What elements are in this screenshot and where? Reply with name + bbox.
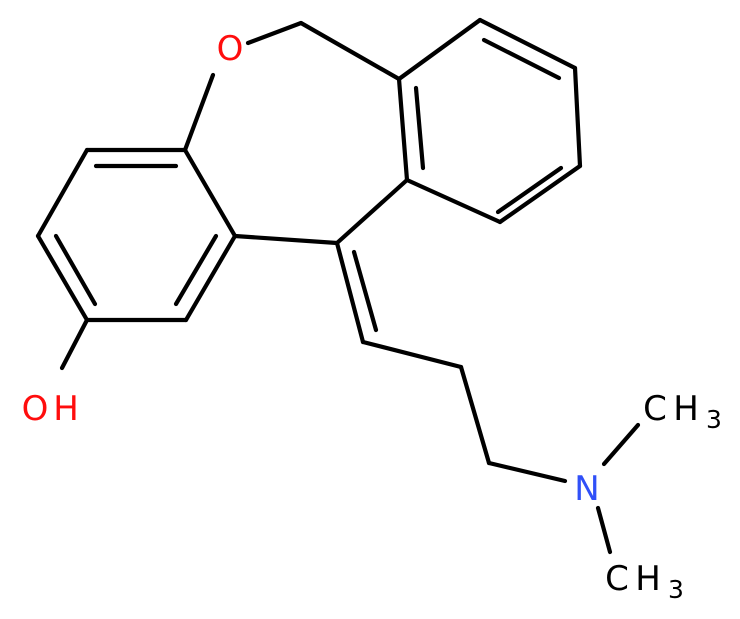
bond-r3-r4 [572,65,583,169]
bond-n-methyl-top [601,422,641,467]
methyl-top-c-label: C [643,389,667,429]
methyl-top-subscript: 3 [706,405,722,434]
bond-chain3-n [486,460,568,484]
bond-r5-r6 [404,177,503,225]
bond-c5-oh [59,317,90,371]
bond-c5-c6-inner [53,233,98,307]
bond-r6-r1-inner [413,85,426,171]
bond-r1-r2 [396,17,483,82]
nitrogen-label: N [574,469,599,509]
bond-c3-c4-inner [173,233,219,307]
bond-c3-c11 [232,233,340,246]
bond-c5-c6 [35,233,90,323]
hydroxyl-h-label: H [53,389,79,429]
bond-c6-c1 [35,147,90,239]
atom-labels: O O H N C H 3 C H 3 [22,29,722,604]
bond-c11-chain1-double [351,249,379,333]
bond-r6-r1 [396,76,410,183]
methyl-top-h-label: H [673,389,699,429]
bond-c3-c4 [183,233,238,323]
bond-c11-r6 [334,177,410,246]
bond-o-ch2 [245,20,304,46]
bond-r2-r3 [477,17,578,71]
bond-chain2-chain3 [458,364,492,466]
methyl-bottom-h-label: H [635,559,661,599]
bond-r4-r5-inner [495,165,564,215]
hydroxyl-o-label: O [22,389,49,429]
bond-n-methyl-bottom [595,505,613,555]
bond-c2-o [182,72,216,153]
bond-ch2-r1 [298,20,402,82]
bonds [35,17,641,555]
bond-r4-r5 [497,163,583,225]
methyl-bottom-subscript: 3 [668,575,684,604]
bond-r2-r3-inner [481,37,562,81]
bond-chain1-chain2 [360,339,464,370]
methyl-bottom-c-label: C [605,559,629,599]
ring-oxygen-label: O [217,29,244,69]
bond-c11-chain1 [334,240,366,345]
bond-c2-c3 [182,147,238,239]
